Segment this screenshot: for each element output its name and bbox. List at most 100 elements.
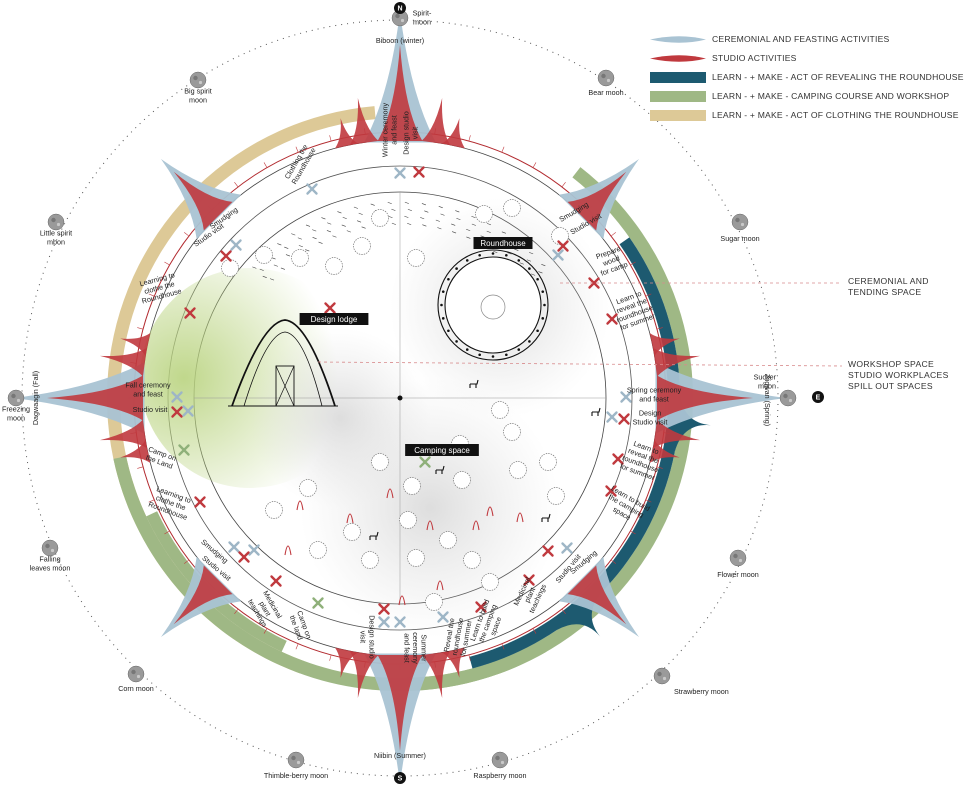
hatch-mark	[438, 206, 443, 209]
ring-tick	[645, 293, 652, 297]
tree-icon	[371, 209, 389, 227]
hatch-mark	[284, 246, 289, 249]
hatch-mark	[252, 266, 257, 269]
moon-label: Sugar moon	[720, 234, 759, 243]
ring-tick	[148, 293, 155, 297]
ring-tick	[234, 608, 239, 614]
tree-icon	[221, 259, 239, 277]
studio-spike	[99, 419, 147, 449]
tree-icon	[503, 199, 521, 217]
studio-marker-icon	[194, 496, 206, 508]
ring-tick	[656, 466, 663, 469]
ceremony-marker-icon	[306, 183, 318, 195]
moon-crater	[740, 222, 745, 227]
moon-crater	[738, 558, 743, 563]
studio-spike	[349, 97, 379, 145]
activity-spikes	[14, 12, 786, 784]
hatch-mark	[538, 271, 543, 274]
hatch-mark	[440, 213, 445, 216]
tree-icon	[407, 249, 425, 267]
moon-crater	[657, 671, 662, 677]
moon-icon	[47, 213, 65, 231]
moon-crater	[16, 398, 21, 403]
ring-tick	[630, 530, 636, 535]
ring-tick	[137, 466, 144, 469]
moon-icon	[653, 667, 671, 685]
roundhouse-post	[465, 348, 469, 351]
callout-line: STUDIO WORKPLACES	[848, 370, 949, 380]
studio-marker-icon	[413, 166, 425, 178]
hatch-mark	[312, 229, 317, 232]
studio-marker-icon	[378, 603, 390, 615]
hatch-mark	[407, 208, 412, 212]
ring-tick	[137, 327, 144, 330]
legend-item-camping: LEARN - + MAKE - CAMPING COURSE AND WORK…	[650, 87, 970, 105]
moon-label: Bear mooh	[588, 88, 623, 97]
hatch-mark	[526, 259, 532, 262]
moon-corn: Corn moon	[118, 665, 154, 693]
tree-icon	[353, 237, 371, 255]
hatch-mark	[507, 252, 512, 255]
roundhouse-post	[447, 329, 450, 333]
center-point	[397, 395, 403, 401]
roundhouse-post	[528, 267, 531, 270]
hatch-mark	[259, 268, 264, 271]
roundhouse-post	[541, 290, 545, 293]
ceremony-marker-icon	[182, 405, 194, 417]
legend-item-studio: STUDIO ACTIVITIES	[650, 49, 970, 67]
deer-icon	[591, 407, 601, 416]
moon-crater	[733, 553, 738, 559]
moon-crater	[500, 760, 505, 765]
ring-tick	[645, 499, 652, 503]
hatch-mark	[420, 217, 425, 220]
studio-spike	[421, 97, 451, 145]
hatch-mark	[541, 264, 546, 267]
tree-icon	[291, 249, 309, 267]
hatch-mark	[466, 236, 471, 239]
camp-marker-icon	[178, 444, 190, 456]
hatch-mark	[285, 254, 291, 257]
tree-icon	[255, 246, 273, 264]
tree-icon	[403, 477, 421, 495]
hatch-mark	[437, 227, 442, 230]
roundhouse-post	[478, 253, 481, 257]
tent-icon	[486, 506, 494, 517]
moon-icon	[41, 539, 59, 557]
ceremony-marker-icon	[230, 239, 242, 251]
tree-icon	[399, 511, 417, 529]
ring-tick	[468, 654, 471, 661]
moon-icon	[597, 69, 615, 87]
compass-icon	[812, 391, 824, 403]
studio-spike	[47, 375, 143, 421]
legend-label: LEARN - + MAKE - ACT OF REVEALING THE RO…	[712, 72, 964, 82]
roundhouse-post	[491, 355, 495, 358]
ceremony-marker-icon	[228, 541, 240, 553]
hatch-mark	[519, 262, 524, 265]
hatch-mark	[455, 210, 460, 213]
callout-workshop-space: WORKSHOP SPACE STUDIO WORKPLACES SPILL O…	[848, 359, 949, 392]
deer-icon	[541, 513, 551, 522]
roundhouse-post	[543, 303, 546, 307]
hatch-mark	[493, 250, 498, 254]
hatch-mark	[277, 243, 282, 246]
season-north: Biboon (winter)	[376, 36, 424, 45]
tree-icon	[265, 501, 283, 519]
moon-crater	[198, 80, 203, 85]
moon-crater	[50, 548, 55, 553]
tree-icon	[539, 453, 557, 471]
hatch-mark	[305, 249, 310, 252]
ceremony-marker-icon	[561, 542, 573, 554]
studio-spike	[99, 347, 147, 377]
studio-marker-icon	[324, 302, 336, 314]
compass-points: NSE	[394, 2, 824, 784]
ring-tick	[263, 628, 268, 634]
studio-marker-icon	[475, 601, 487, 613]
callout-ceremonial-space: CEREMONIAL AND TENDING SPACE	[848, 276, 929, 298]
moon-crater	[193, 75, 198, 81]
